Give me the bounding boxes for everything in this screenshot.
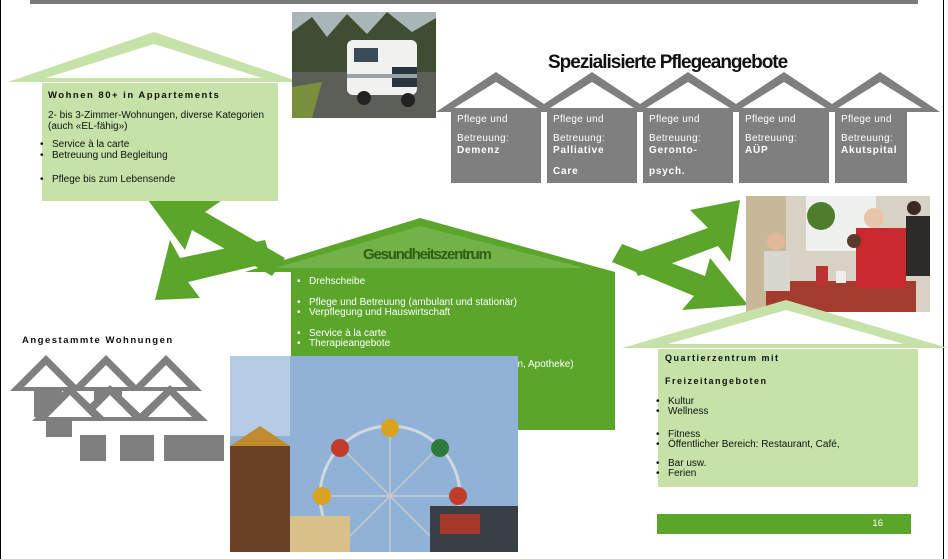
card-line: Pflege und bbox=[553, 114, 604, 125]
top-rule bbox=[30, 0, 918, 4]
card-line: Betreuung: bbox=[745, 132, 797, 144]
card-line: Betreuung: bbox=[649, 132, 701, 144]
left-border bbox=[0, 0, 1, 559]
list-item: Verpflegung und Hauswirtschaft bbox=[295, 307, 611, 319]
wohnen-title: Wohnen 80+ in Appartements bbox=[48, 90, 221, 101]
footer-bar: 16 bbox=[657, 514, 911, 534]
card-topic: psych. bbox=[649, 165, 686, 177]
list-item: Service à la carte bbox=[295, 328, 611, 340]
card-line: Pflege und bbox=[745, 114, 796, 125]
spezial-card-akutspital: Pflege und Betreuung: Akutspital bbox=[835, 110, 907, 183]
page-number: 16 bbox=[872, 518, 883, 529]
card-line: Pflege und bbox=[841, 114, 892, 125]
quartier-roof bbox=[622, 300, 948, 348]
card-line: Pflege und bbox=[457, 114, 508, 125]
card-topic: AÜP bbox=[745, 145, 769, 156]
quartier-list: Kultur Wellness Fitness Öffentlicher Ber… bbox=[654, 397, 840, 480]
card-topic: Geronto- bbox=[649, 145, 698, 156]
list-item: Drehscheibe bbox=[295, 276, 611, 288]
spezial-title: Spezialisierte Pflegeangebote bbox=[548, 52, 788, 73]
zentrum-title: Gesundheitszentrum bbox=[363, 246, 492, 263]
zentrum-roof bbox=[245, 218, 615, 272]
wohnen-roof bbox=[8, 32, 300, 82]
list-item: Service à la carte bbox=[38, 139, 175, 150]
quartier-title-1: Quartierzentrum mit bbox=[665, 353, 780, 363]
spezial-card-aup: Pflege und Betreuung: AÜP bbox=[739, 110, 829, 183]
card-line: Betreuung: bbox=[841, 132, 893, 144]
list-item: Ferien bbox=[654, 469, 840, 480]
list-item: Betreuung und Begleitung bbox=[38, 150, 175, 161]
card-topic: Care bbox=[553, 165, 579, 177]
wohnen-list: Service à la carte Betreuung und Begleit… bbox=[38, 139, 175, 185]
zentrum-roof-inner bbox=[275, 226, 585, 268]
card-line: Betreuung: bbox=[457, 132, 509, 144]
card-line: Betreuung: bbox=[553, 132, 605, 144]
list-item: Therapieangebote bbox=[295, 338, 611, 350]
list-item: Bar usw. bbox=[654, 459, 840, 470]
wohnen-box: Wohnen 80+ in Appartements 2- bis 3-Zimm… bbox=[40, 83, 278, 201]
list-item: Kultur bbox=[654, 397, 840, 408]
spezial-roofs bbox=[436, 72, 940, 112]
list-item: Pflege bis zum Lebensende bbox=[38, 174, 175, 185]
list-item: Fitness bbox=[654, 430, 840, 441]
quartier-title-2: Freizeitangeboten bbox=[665, 376, 768, 386]
fair-photo bbox=[230, 356, 518, 552]
arrow-upper-right bbox=[628, 200, 740, 276]
card-topic: Akutspital bbox=[841, 145, 898, 156]
arrow-lower-right bbox=[612, 244, 748, 310]
camper-photo bbox=[292, 12, 436, 118]
list-item: Öffentlicher Bereich: Restaurant, Café, bbox=[654, 440, 840, 451]
card-topic: Demenz bbox=[457, 145, 501, 156]
dining-photo bbox=[746, 196, 930, 312]
spezial-card-gerontopsych: Pflege und Betreuung: Geronto- psych. bbox=[643, 110, 733, 183]
quartier-box: Quartierzentrum mit Freizeitangeboten Ku… bbox=[656, 349, 918, 487]
spezial-card-palliative: Pflege und Betreuung: Palliative Care bbox=[547, 110, 637, 183]
card-topic: Palliative bbox=[553, 145, 605, 156]
list-item: Wellness bbox=[654, 407, 840, 418]
spezial-card-demenz: Pflege und Betreuung: Demenz bbox=[451, 110, 541, 183]
angestammt-title: Angestammte Wohnungen bbox=[22, 335, 174, 346]
houses-illustration bbox=[10, 355, 224, 461]
list-item: Pflege und Betreuung (ambulant und stati… bbox=[295, 297, 611, 309]
wohnen-subtitle: 2- bis 3-Zimmer-Wohnungen, diverse Kateg… bbox=[48, 110, 265, 132]
arrow-lower-left bbox=[155, 240, 272, 300]
card-line: Pflege und bbox=[649, 114, 700, 125]
right-border bbox=[943, 0, 944, 559]
